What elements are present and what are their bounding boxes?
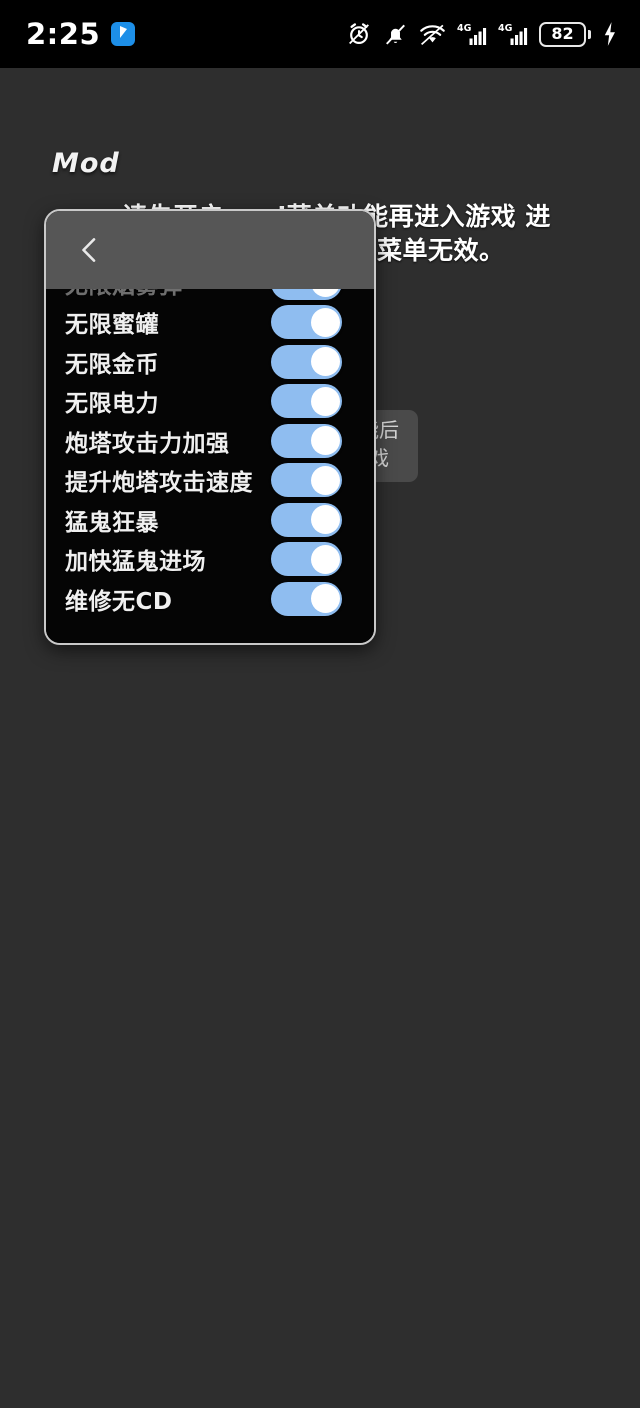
alarm-clock-icon (349, 23, 369, 45)
svg-text:4G: 4G (457, 23, 472, 34)
mod-option-toggle[interactable] (271, 289, 342, 300)
mod-menu-body[interactable]: 无限烟雾弹 无限蜜罐 无限金币 无限电力 炮塔攻击力加强 (46, 289, 374, 643)
toggle-knob (310, 544, 340, 574)
signal-4g-sim1-icon: 4G (457, 23, 487, 45)
list-item[interactable]: 无限烟雾弹 (46, 289, 374, 303)
mod-option-label: 猛鬼狂暴 (65, 509, 159, 536)
bell-muted-icon (386, 24, 405, 45)
mod-option-label: 提升炮塔攻击速度 (65, 470, 253, 497)
list-item[interactable]: 提升炮塔攻击速度 (46, 461, 374, 501)
status-bar-left: 2:25 (26, 17, 136, 51)
mod-option-toggle[interactable] (271, 463, 342, 498)
mod-menu-header (46, 211, 374, 289)
list-item[interactable]: 猛鬼狂暴 (46, 500, 374, 540)
toggle-knob (310, 347, 340, 377)
mod-option-label: 无限烟雾弹 (65, 289, 183, 300)
toggle-knob (310, 426, 340, 456)
svg-text:4G: 4G (498, 23, 513, 34)
mod-option-label: 维修无CD (65, 588, 173, 615)
mod-option-label: 无限金币 (65, 351, 159, 378)
status-time: 2:25 (26, 17, 101, 51)
navigation-app-icon (111, 22, 136, 46)
battery-indicator: 82 (539, 21, 591, 47)
mod-option-label: 加快猛鬼进场 (65, 549, 206, 576)
mod-option-label: 炮塔攻击力加强 (65, 430, 230, 457)
mod-option-toggle[interactable] (271, 502, 342, 537)
list-item[interactable]: 无限电力 (46, 382, 374, 422)
list-item[interactable]: 无限金币 (46, 342, 374, 382)
status-bar: 2:25 4G (0, 0, 640, 68)
toggle-knob (310, 505, 340, 535)
chevron-left-icon (82, 238, 96, 262)
mod-option-label: 无限蜜罐 (65, 312, 159, 339)
list-item[interactable]: 加快猛鬼进场 (46, 540, 374, 580)
mod-option-toggle[interactable] (271, 423, 342, 458)
mod-option-toggle[interactable] (271, 344, 342, 379)
status-bar-right: 4G 4G 82 (346, 21, 618, 47)
mod-option-label: 无限电力 (65, 391, 159, 418)
list-item[interactable]: 无限蜜罐 (46, 303, 374, 343)
list-item[interactable]: 维修无CD (46, 579, 374, 619)
wifi-icon (420, 24, 445, 45)
toggle-knob (310, 289, 340, 298)
back-button[interactable] (68, 228, 112, 272)
battery-cap (588, 29, 591, 39)
mod-option-toggle[interactable] (271, 305, 342, 340)
charging-bolt-icon (604, 22, 615, 46)
toggle-knob (310, 386, 340, 416)
toggle-knob (310, 307, 340, 337)
list-item[interactable]: 炮塔攻击力加强 (46, 421, 374, 461)
toggle-knob (310, 584, 340, 614)
mod-option-toggle[interactable] (271, 384, 342, 419)
mod-option-toggle[interactable] (271, 581, 342, 616)
battery-level-text: 82 (539, 21, 586, 47)
signal-4g-sim2-icon: 4G (498, 23, 528, 45)
toggle-knob (310, 465, 340, 495)
mod-menu-panel: 无限烟雾弹 无限蜜罐 无限金币 无限电力 炮塔攻击力加强 (44, 209, 376, 645)
mod-option-list: 无限烟雾弹 无限蜜罐 无限金币 无限电力 炮塔攻击力加强 (46, 289, 374, 619)
page-title: Mod (52, 148, 120, 179)
mod-option-toggle[interactable] (271, 542, 342, 577)
